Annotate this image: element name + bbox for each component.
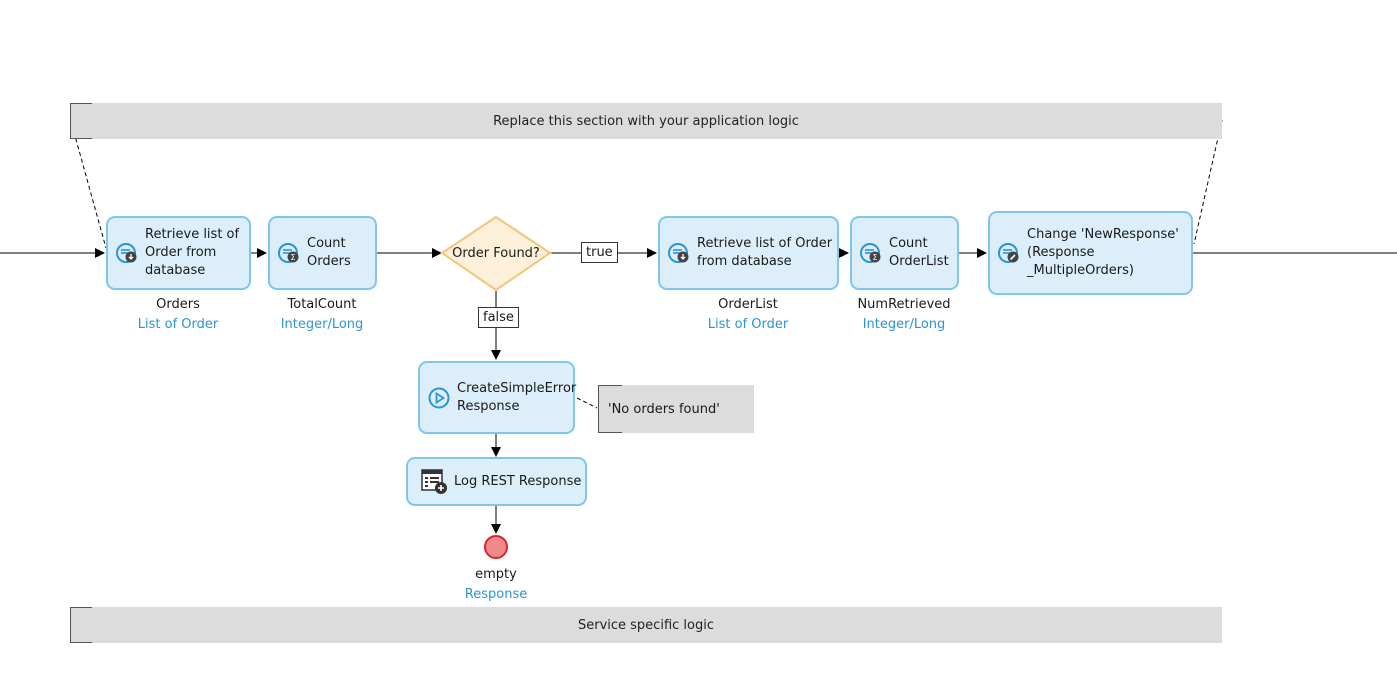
activity-change-response[interactable]: Change 'NewResponse' (Response _Multiple… xyxy=(988,211,1193,295)
output-variable: Orders List of Order xyxy=(118,295,238,335)
variable-type: Integer/Long xyxy=(862,317,946,332)
note-annotation[interactable]: 'No orders found' xyxy=(598,385,754,433)
aggregate-icon: Σ xyxy=(277,241,301,265)
note-bracket xyxy=(598,385,622,433)
activity-label: Count OrderList xyxy=(889,236,949,269)
change-object-icon xyxy=(997,241,1021,265)
variable-name: NumRetrieved xyxy=(857,297,951,312)
retrieve-icon xyxy=(115,241,139,265)
variable-name: empty xyxy=(475,567,517,582)
variable-type: List of Order xyxy=(137,317,219,332)
activity-retrieve-orderlist[interactable]: Retrieve list of Order from database xyxy=(658,216,839,290)
end-return-value: empty Response xyxy=(436,565,556,605)
variable-type: List of Order xyxy=(707,317,789,332)
end-event[interactable] xyxy=(484,535,508,559)
activity-count-orderlist[interactable]: Σ Count OrderList xyxy=(850,216,959,290)
annotation-link xyxy=(1193,119,1223,245)
variable-name: Orders xyxy=(156,297,200,312)
annotation-bracket xyxy=(70,607,92,643)
svg-text:Σ: Σ xyxy=(872,253,877,262)
retrieve-icon xyxy=(667,241,691,265)
svg-text:Σ: Σ xyxy=(290,253,295,262)
activity-label: Retrieve list of Order from database xyxy=(697,236,833,269)
variable-name: TotalCount xyxy=(287,297,357,312)
note-link xyxy=(576,397,598,409)
activity-label: CreateSimpleError Response xyxy=(457,380,577,414)
call-microflow-icon xyxy=(427,386,451,410)
activity-retrieve-orders[interactable]: Retrieve list of Order from database xyxy=(106,216,251,290)
output-variable: OrderList List of Order xyxy=(688,295,808,335)
log-icon xyxy=(420,468,450,496)
decision-diamond xyxy=(440,215,552,292)
output-variable: TotalCount Integer/Long xyxy=(262,295,382,335)
aggregate-icon: Σ xyxy=(859,241,883,265)
note-text: 'No orders found' xyxy=(608,401,720,417)
activity-label: Change 'NewResponse' (Response _Multiple… xyxy=(1027,227,1179,278)
annotation-link xyxy=(71,124,107,249)
annotation-bottom[interactable]: Service specific logic xyxy=(70,607,1222,643)
decision-label[interactable]: Order Found? xyxy=(452,245,540,261)
annotation-bracket xyxy=(70,103,92,139)
output-variable: NumRetrieved Integer/Long xyxy=(844,295,964,335)
true-flag: true xyxy=(581,242,618,263)
activity-label: Log REST Response xyxy=(454,473,582,489)
variable-type: Response xyxy=(464,587,528,602)
false-flag: false xyxy=(478,307,519,328)
variable-name: OrderList xyxy=(718,297,778,312)
activity-count-orders[interactable]: Σ Count Orders xyxy=(268,216,377,290)
annotation-bottom-text: Service specific logic xyxy=(577,617,714,633)
variable-type: Integer/Long xyxy=(280,317,364,332)
annotation-top[interactable]: Replace this section with your applicati… xyxy=(70,103,1222,139)
activity-label: Count Orders xyxy=(307,236,351,269)
activity-log-rest-response[interactable]: Log REST Response xyxy=(406,457,587,506)
activity-label: Retrieve list of Order from database xyxy=(145,227,240,278)
annotation-top-text: Replace this section with your applicati… xyxy=(493,113,799,129)
activity-create-error-response[interactable]: CreateSimpleError Response xyxy=(418,361,577,434)
